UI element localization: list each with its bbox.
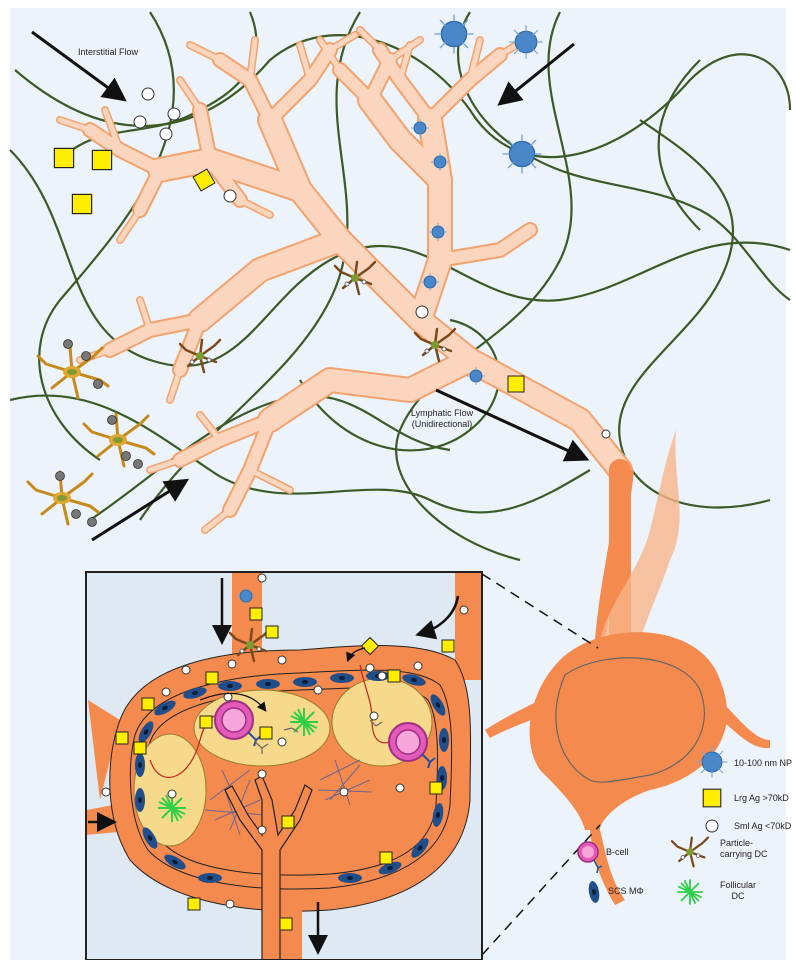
legend-follicular-dc-icon [677, 879, 702, 904]
legend-small-antigen-icon [706, 820, 718, 832]
inset-panel [86, 572, 482, 960]
legend-np-icon [697, 747, 728, 778]
legend-follicular-dc-line1: Follicular [708, 880, 768, 891]
legend-large-antigen-label: Lrg Ag >70kD [734, 793, 789, 804]
legend-small-antigen-label: Sml Ag <70kD [734, 821, 791, 832]
legend-follicular-dc-label: Follicular DC [708, 880, 768, 902]
interstitial-flow-label: Interstitial Flow [78, 47, 138, 58]
legend-large-antigen-icon [703, 789, 721, 807]
legend-particle-dc-line2: carrying DC [720, 849, 768, 860]
legend-scs-macrophage-label: SCS MΦ [608, 886, 644, 897]
legend-b-cell-label: B-cell [606, 847, 629, 858]
lymphatic-flow-line2: (Unidirectional) [394, 419, 490, 430]
legend-np-label: 10-100 nm NP [734, 758, 792, 769]
legend-particle-dc-label: Particle- carrying DC [720, 838, 768, 860]
lymphatic-flow-label: Lymphatic Flow (Unidirectional) [394, 408, 490, 430]
legend-particle-dc-line1: Particle- [720, 838, 768, 849]
legend-follicular-dc-line2: DC [708, 891, 768, 902]
lymphatic-flow-line1: Lymphatic Flow [394, 408, 490, 419]
